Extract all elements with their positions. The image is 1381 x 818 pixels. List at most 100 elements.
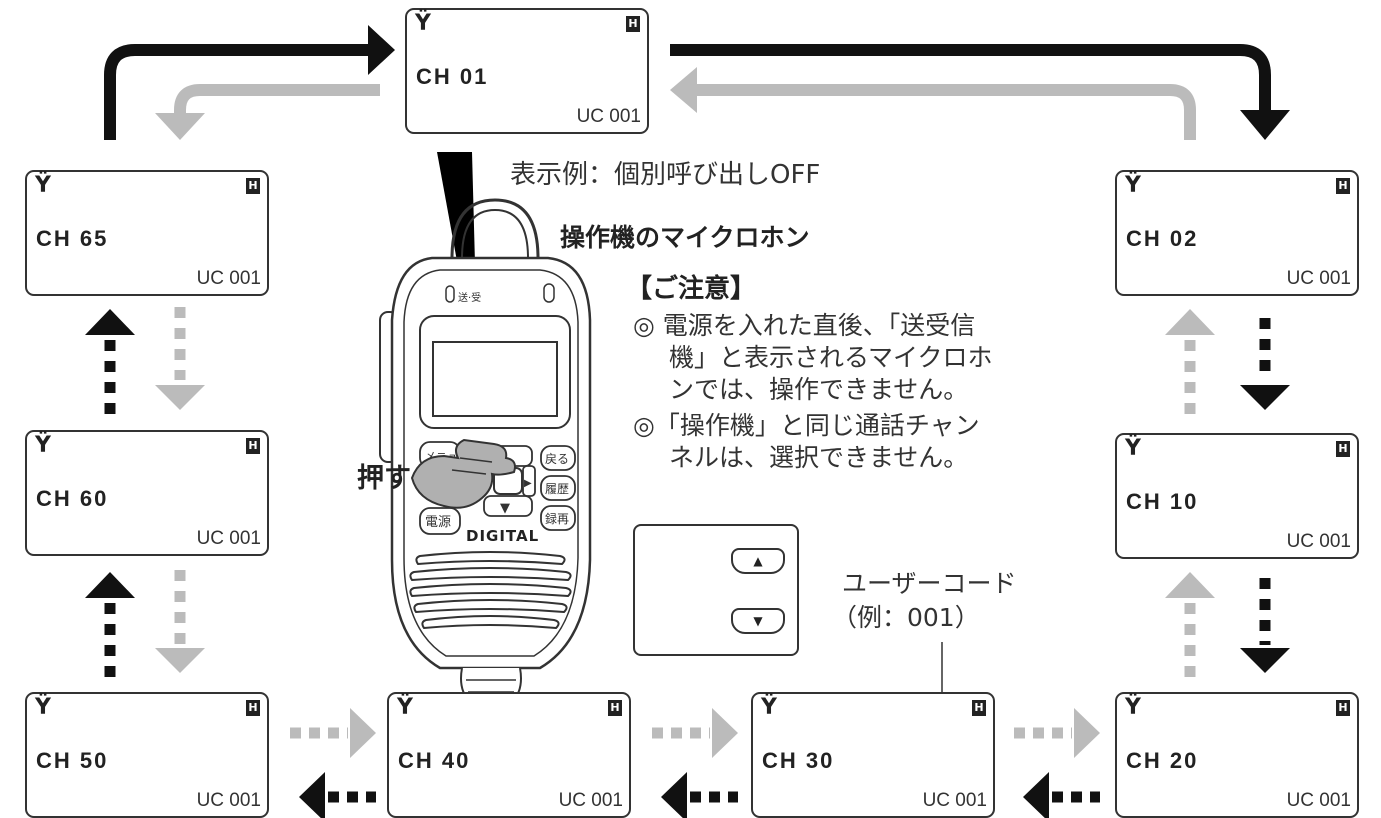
user-code: UC 001 bbox=[922, 790, 987, 811]
lcd-ch20: Ϋ H CH 20 UC 001 bbox=[1115, 692, 1359, 818]
antenna-icon: Ϋ bbox=[1125, 436, 1141, 461]
arrowhead-up-ch65 bbox=[85, 309, 135, 335]
svg-text:履歴: 履歴 bbox=[545, 482, 569, 496]
h-badge: H bbox=[626, 16, 640, 32]
antenna-icon: Ϋ bbox=[1125, 173, 1141, 198]
mic-display bbox=[432, 341, 558, 417]
user-code-example: （例：001） bbox=[832, 603, 980, 632]
svg-text:録再: 録再 bbox=[545, 511, 569, 526]
arrowhead-ch01-back-in bbox=[670, 67, 697, 113]
arrowhead-up-ch02 bbox=[1165, 309, 1215, 335]
user-code: UC 001 bbox=[558, 790, 623, 811]
mic-txrx-label: 送·受 bbox=[458, 291, 481, 304]
notice-line: ◎「操作機」と同じ通話チャン bbox=[633, 411, 980, 440]
user-code: UC 001 bbox=[196, 268, 261, 289]
mic-brand-logo: DIGITAL bbox=[466, 527, 539, 545]
arrowhead-right-ch30 bbox=[712, 708, 738, 758]
arrowhead-left-ch50 bbox=[299, 772, 325, 818]
h-badge: H bbox=[1336, 700, 1350, 716]
channel-label: CH 60 bbox=[36, 486, 109, 511]
h-badge: H bbox=[608, 700, 622, 716]
antenna-icon: Ϋ bbox=[415, 11, 431, 36]
antenna-icon: Ϋ bbox=[35, 433, 51, 458]
arrowhead-ch02-in bbox=[1240, 110, 1290, 140]
mic-title: 操作機のマイクロホン bbox=[560, 223, 810, 252]
svg-text:戻る: 戻る bbox=[545, 452, 569, 466]
channel-label: CH 20 bbox=[1126, 748, 1199, 773]
notice-line: 機」と表示されるマイクロホ bbox=[669, 343, 993, 372]
mic-key-right bbox=[522, 465, 536, 497]
lcd-ch10: Ϋ H CH 10 UC 001 bbox=[1115, 433, 1359, 559]
arrowhead-up-ch10 bbox=[1165, 572, 1215, 598]
down-key-icon: ▼ bbox=[753, 614, 763, 628]
mic-key-down bbox=[483, 495, 533, 517]
antenna-icon: Ϋ bbox=[1125, 695, 1141, 720]
h-badge: H bbox=[246, 438, 260, 454]
lcd-ch60: Ϋ H CH 60 UC 001 bbox=[25, 430, 269, 556]
svg-text:▶: ▶ bbox=[524, 478, 532, 489]
mic-speaker-grille bbox=[409, 551, 572, 630]
legend-down-key: ▼ bbox=[731, 608, 785, 634]
h-badge: H bbox=[246, 700, 260, 716]
antenna-icon: Ϋ bbox=[35, 173, 51, 198]
svg-text:電源: 電源 bbox=[425, 515, 451, 530]
up-key-icon: ▲ bbox=[753, 554, 763, 568]
user-code: UC 001 bbox=[196, 790, 261, 811]
arrowhead-down-ch60 bbox=[155, 385, 205, 410]
user-code: UC 001 bbox=[576, 106, 641, 127]
arrowhead-down-ch20 bbox=[1240, 648, 1290, 673]
arrowhead-up-ch60 bbox=[85, 572, 135, 598]
channel-label: CH 02 bbox=[1126, 226, 1199, 251]
arrow-ch01-to-ch02 bbox=[670, 44, 1271, 112]
notice-line: ネルは、選択できません。 bbox=[669, 443, 969, 472]
arrow-ch02-to-ch01 bbox=[695, 84, 1196, 140]
mic-key-back bbox=[540, 445, 576, 471]
notice-heading: 【ご注意】 bbox=[626, 274, 757, 304]
h-badge: H bbox=[972, 700, 986, 716]
user-code-label: ユーザーコード bbox=[842, 569, 1017, 598]
pressing-hand-icon bbox=[410, 438, 516, 509]
user-code: UC 001 bbox=[1286, 531, 1351, 552]
arrow-ch65-to-ch01 bbox=[104, 44, 370, 140]
antenna-icon: Ϋ bbox=[761, 695, 777, 720]
arrowhead-left-ch30 bbox=[1023, 772, 1049, 818]
microphone-illustration: 送·受 メニュー 電源 戻る 履歴 録再 ▲ ▶ ▼ DIGITAL bbox=[379, 198, 592, 710]
lcd-ch40: Ϋ H CH 40 UC 001 bbox=[387, 692, 631, 818]
mic-key-history bbox=[540, 475, 576, 501]
notice-line: ◎ 電源を入れた直後、「送受信 bbox=[633, 311, 976, 340]
antenna-icon: Ϋ bbox=[397, 695, 413, 720]
arrow-ch01-to-ch65 bbox=[174, 84, 380, 115]
lcd-ch30: Ϋ H CH 30 UC 001 bbox=[751, 692, 995, 818]
channel-label: CH 30 bbox=[762, 748, 835, 773]
channel-label: CH 50 bbox=[36, 748, 109, 773]
user-code: UC 001 bbox=[1286, 790, 1351, 811]
h-badge: H bbox=[246, 178, 260, 194]
arrowhead-left-ch40 bbox=[661, 772, 687, 818]
channel-label: CH 65 bbox=[36, 226, 109, 251]
user-code: UC 001 bbox=[1286, 268, 1351, 289]
notice-line: ンでは、操作できません。 bbox=[669, 375, 969, 404]
h-badge: H bbox=[1336, 441, 1350, 457]
mic-cord-loop bbox=[450, 198, 540, 259]
arrowhead-ch01-in bbox=[368, 25, 395, 75]
arrowhead-down-ch10 bbox=[1240, 385, 1290, 410]
lcd-ch02: Ϋ H CH 02 UC 001 bbox=[1115, 170, 1359, 296]
user-code: UC 001 bbox=[196, 528, 261, 549]
antenna-icon: Ϋ bbox=[35, 695, 51, 720]
legend-up-key: ▲ bbox=[731, 548, 785, 574]
arrowhead-right-ch20 bbox=[1074, 708, 1100, 758]
push-label: 押す bbox=[357, 463, 411, 494]
channel-label: CH 40 bbox=[398, 748, 471, 773]
channel-label: CH 10 bbox=[1126, 489, 1199, 514]
key-legend: ▲ ▼ bbox=[633, 524, 799, 656]
lcd-ch50: Ϋ H CH 50 UC 001 bbox=[25, 692, 269, 818]
arrowhead-down-ch50 bbox=[155, 648, 205, 673]
arrowhead-right-ch40 bbox=[350, 708, 376, 758]
svg-text:▼: ▼ bbox=[500, 501, 510, 516]
lcd-ch01: Ϋ H CH 01 UC 001 bbox=[405, 8, 649, 134]
display-example-caption: 表示例：個別呼び出しOFF bbox=[510, 160, 821, 190]
h-badge: H bbox=[1336, 178, 1350, 194]
channel-label: CH 01 bbox=[416, 64, 489, 89]
